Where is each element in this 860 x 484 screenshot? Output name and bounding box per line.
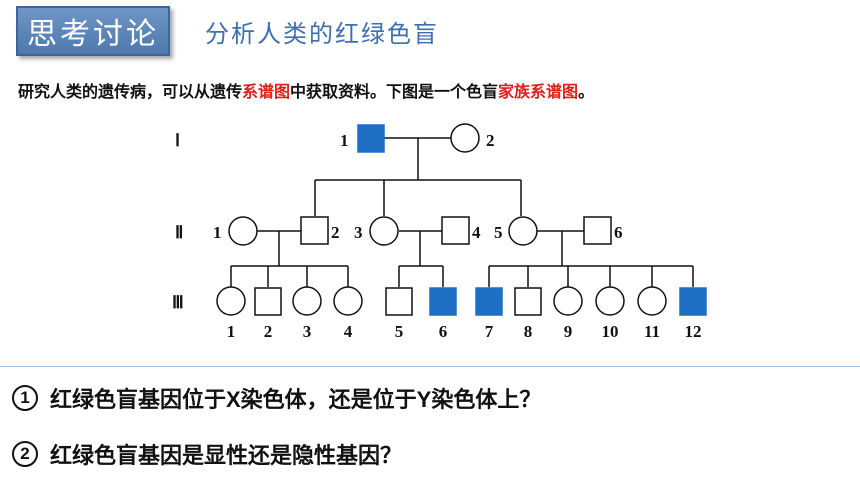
gen3-individual-5 [385, 287, 413, 316]
divider [0, 366, 860, 367]
gen3-label-3: 3 [303, 322, 312, 341]
pedigree-chart: Ⅰ Ⅱ Ⅲ 1 2 [172, 123, 707, 341]
question-2: 2 红绿色盲基因是显性还是隐性基因？ [12, 438, 402, 470]
gen2-individual-1 [228, 216, 258, 246]
page-title: 分析人类的红绿色盲 [205, 20, 439, 48]
generation-label-2: Ⅱ [175, 223, 183, 242]
gen3-individual-8 [514, 287, 542, 316]
gen2-label-2: 2 [331, 223, 340, 242]
gen3-individual-12 [679, 287, 707, 316]
gen1-label-2: 2 [486, 131, 495, 150]
gen2-label-1: 1 [213, 223, 222, 242]
question-2-number: 2 [12, 441, 38, 467]
gen2-label-6: 6 [614, 223, 623, 242]
gen2-label-4: 4 [472, 223, 481, 242]
gen3-individual-7 [475, 287, 503, 316]
question-1: 1 红绿色盲基因位于X染色体，还是位于Y染色体上？ [12, 382, 541, 414]
intro-part-3: 。 [578, 82, 595, 101]
intro-part-1: 研究人类的遗传病，可以从遗传 [18, 82, 243, 101]
gen2-individual-2 [300, 216, 329, 245]
gen3-label-6: 6 [439, 322, 448, 341]
gen3-individual-10 [595, 286, 625, 316]
gen2-individual-5 [508, 216, 538, 246]
gen3-label-5: 5 [395, 322, 404, 341]
intro-highlight-2: 家族系谱图 [498, 82, 579, 101]
gen3-individual-4 [333, 286, 363, 316]
gen2-individual-4 [441, 216, 470, 245]
gen3-individual-11 [637, 286, 667, 316]
gen3-individual-2 [254, 287, 282, 316]
gen3-label-12: 12 [685, 322, 702, 341]
gen3-label-9: 9 [564, 322, 573, 341]
gen3-individual-6 [429, 287, 457, 316]
intro-part-2: 中获取资料。下图是一个色盲 [290, 82, 499, 101]
gen1-individual-1 [357, 124, 385, 153]
generation-label-3: Ⅲ [172, 293, 184, 312]
question-2-text: 红绿色盲基因是显性还是隐性基因？ [50, 443, 403, 468]
question-1-number: 1 [12, 385, 38, 411]
gen3-label-11: 11 [644, 322, 660, 341]
gen3-label-8: 8 [524, 322, 533, 341]
gen2-individual-3 [369, 216, 399, 246]
gen3-label-1: 1 [227, 322, 236, 341]
gen2-label-5: 5 [494, 223, 503, 242]
gen3-label-2: 2 [264, 322, 273, 341]
intro-text: 研究人类的遗传病，可以从遗传系谱图中获取资料。下图是一个色盲家族系谱图。 [18, 78, 594, 102]
gen3-label-7: 7 [485, 322, 494, 341]
section-badge: 思考讨论 [16, 6, 170, 56]
gen1-individual-2 [450, 123, 480, 153]
gen3-label-4: 4 [344, 322, 353, 341]
gen1-label-1: 1 [340, 131, 349, 150]
gen3-individual-9 [553, 286, 583, 316]
pedigree-lines [230, 137, 694, 287]
gen3-label-10: 10 [602, 322, 619, 341]
intro-highlight-1: 系谱图 [242, 82, 291, 101]
gen2-individual-6 [583, 216, 612, 245]
gen3-individual-3 [292, 286, 322, 316]
generation-label-1: Ⅰ [175, 131, 180, 150]
gen2-label-3: 3 [354, 223, 363, 242]
gen3-individual-1 [216, 286, 246, 316]
question-1-text: 红绿色盲基因位于X染色体，还是位于Y染色体上？ [50, 387, 542, 412]
section-badge-label: 思考讨论 [27, 17, 159, 52]
